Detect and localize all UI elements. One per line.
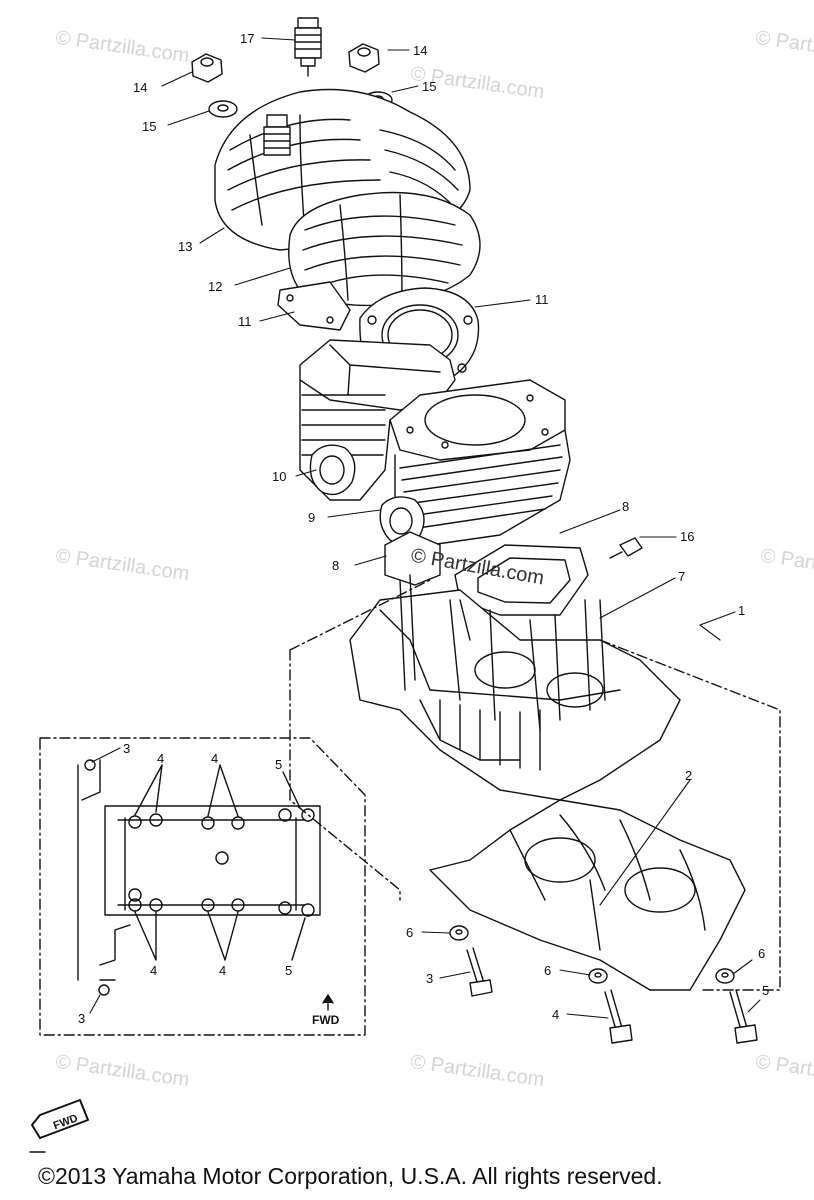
callout-6-left: 6 [406, 925, 413, 940]
callout-15-right: 15 [422, 79, 436, 94]
inset-callout-5-bottom: 5 [285, 963, 292, 978]
inset-arrows [134, 764, 306, 961]
inset-callout-4-b: 4 [211, 751, 218, 766]
base-gasket-left [384, 531, 441, 586]
inset-callout-3-top: 3 [123, 741, 130, 756]
bolt-4 [604, 989, 633, 1044]
callout-labels: 17 14 14 15 15 13 12 11 11 10 9 8 8 16 7… [52, 31, 769, 1132]
bolt-5 [729, 989, 758, 1044]
callout-13: 13 [178, 239, 192, 254]
inset-callout-4-d: 4 [219, 963, 226, 978]
callout-11-left: 11 [238, 314, 252, 329]
callout-8-right: 8 [622, 499, 629, 514]
lower-crankcase [429, 799, 746, 991]
washer-6-left [449, 925, 469, 941]
callout-3: 3 [426, 971, 433, 986]
inset-fwd-label: FWD [312, 1013, 340, 1027]
inset-frame [39, 737, 366, 1036]
bolt-3 [466, 947, 493, 997]
callout-15-left: 15 [142, 119, 156, 134]
callout-14-left: 14 [133, 80, 147, 95]
callout-11-right: 11 [535, 292, 549, 307]
callout-14-right: 14 [413, 43, 427, 58]
callout-2: 2 [685, 768, 692, 783]
inset-crankcase [77, 759, 321, 996]
callout-6-mid: 6 [544, 963, 551, 978]
assembly-boundary [289, 579, 781, 991]
inset-callout-3-bottom: 3 [78, 1011, 85, 1026]
spark-plug-head [263, 114, 291, 156]
cylinder-block [299, 339, 571, 546]
callout-10: 10 [272, 469, 286, 484]
leader-lines [89, 37, 761, 1019]
upper-crankcase [349, 574, 681, 801]
callout-7: 7 [678, 569, 685, 584]
inset-callout-5-top: 5 [275, 757, 282, 772]
callout-12: 12 [208, 279, 222, 294]
nut-right [348, 43, 380, 73]
stud-bolt [609, 537, 643, 559]
washer-6-mid [588, 968, 608, 984]
fwd-arrow-icon [29, 1099, 89, 1153]
inset-fwd-arrow [322, 994, 334, 1011]
inset-callout-4-a: 4 [157, 751, 164, 766]
callout-4: 4 [552, 1007, 559, 1022]
callout-8-left: 8 [332, 558, 339, 573]
copyright-notice: ©2013 Yamaha Motor Corporation, U.S.A. A… [38, 1163, 663, 1189]
callout-17: 17 [240, 31, 254, 46]
head-gasket-rear [277, 281, 351, 331]
callout-5: 5 [762, 983, 769, 998]
callout-1: 1 [738, 603, 745, 618]
inset-callout-4-c: 4 [150, 963, 157, 978]
callout-6-right: 6 [758, 946, 765, 961]
callout-9: 9 [308, 510, 315, 525]
spark-plug-top [294, 17, 322, 77]
exhaust-port [309, 444, 425, 545]
nut-left [191, 53, 223, 83]
washer-6-right [715, 968, 735, 984]
callout-16: 16 [680, 529, 694, 544]
washer-left [208, 100, 238, 118]
